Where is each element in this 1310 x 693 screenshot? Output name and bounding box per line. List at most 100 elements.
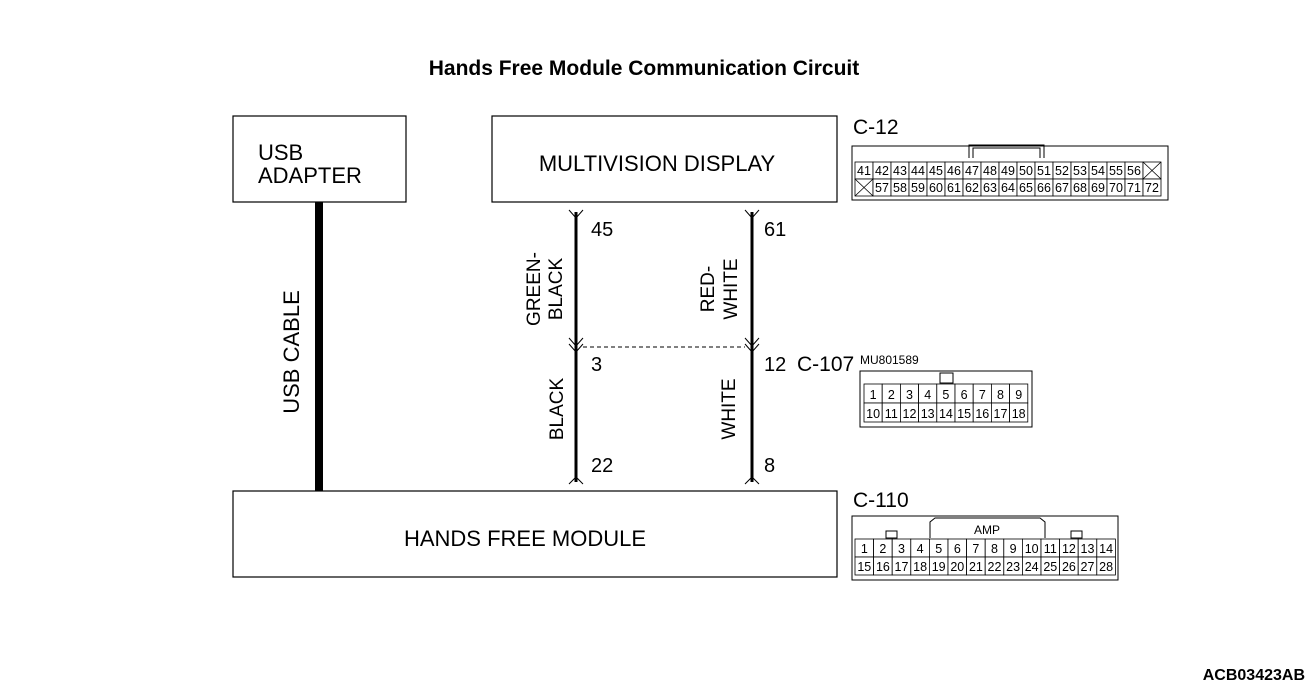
wire-label-black-upper: BLACK	[546, 258, 567, 321]
c107-pin-11: 11	[885, 407, 898, 421]
c110-pin-2: 2	[879, 542, 886, 556]
usb-adapter-label-line2: ADAPTER	[258, 163, 362, 188]
c12-pin-43: 43	[893, 164, 907, 178]
c12-pin-48: 48	[983, 164, 997, 178]
c12-lock	[968, 144, 1045, 158]
left-wire-bottom-terminal	[568, 476, 584, 485]
c110-pin-26: 26	[1062, 560, 1076, 574]
c107-pin-18: 18	[1012, 407, 1026, 421]
usb-adapter-box	[232, 115, 407, 203]
left-joint-lower-chevron	[568, 343, 584, 353]
c110-pin-7: 7	[972, 542, 979, 556]
c12-cell	[1142, 178, 1162, 197]
c12-pin-52: 52	[1055, 164, 1069, 178]
c12-pin-53: 53	[1073, 164, 1087, 178]
c110-pin-12: 12	[1062, 542, 1076, 556]
c12-pin-51: 51	[1037, 164, 1051, 178]
c110-key-right	[1070, 530, 1083, 539]
c107-pin-4: 4	[924, 388, 931, 402]
diagram-title: Hands Free Module Communication Circuit	[429, 57, 860, 80]
c110-pin-22: 22	[988, 560, 1002, 574]
c110-pin-18: 18	[913, 560, 927, 574]
c12-unused-cross	[854, 178, 874, 197]
c12-pin-46: 46	[947, 164, 961, 178]
c107-pin-14: 14	[939, 407, 953, 421]
c110-key-left	[885, 530, 898, 539]
c110-pin-3: 3	[898, 542, 905, 556]
c12-pin-66: 66	[1037, 181, 1051, 195]
c12-pin-63: 63	[983, 181, 997, 195]
c12-lock-inner	[972, 147, 1041, 158]
right-wire-top-terminal	[744, 209, 760, 219]
c110-pin-24: 24	[1025, 560, 1039, 574]
c12-pin-41: 41	[857, 164, 871, 178]
c107-pin-10: 10	[866, 407, 880, 421]
c12-pin-59: 59	[911, 181, 925, 195]
c12-pin-55: 55	[1109, 164, 1123, 178]
right-wire-bottom-terminal	[744, 476, 760, 485]
c12-pin-56: 56	[1127, 164, 1141, 178]
c12-unused-cross	[1142, 161, 1162, 180]
c12-outer	[851, 145, 1169, 201]
c107-pin-15: 15	[957, 407, 971, 421]
c107-pin-1: 1	[870, 388, 877, 402]
c110-pin-14: 14	[1099, 542, 1113, 556]
connector-id-c110: C-110	[853, 489, 909, 512]
c12-pin-42: 42	[875, 164, 889, 178]
c12-pin-57: 57	[875, 181, 889, 195]
c107-pin-8: 8	[997, 388, 1004, 402]
hands-free-module-component: HANDS FREE MODULE	[232, 490, 838, 578]
pin-61: 61	[764, 219, 786, 241]
c107-pin-16: 16	[975, 407, 989, 421]
c110-pin-27: 27	[1081, 560, 1095, 574]
c107-pin-12: 12	[903, 407, 917, 421]
c12-pin-60: 60	[929, 181, 943, 195]
c110-pin-21: 21	[969, 560, 983, 574]
c107-pin-13: 13	[921, 407, 935, 421]
c107-lock	[939, 372, 954, 384]
c12-pin-61: 61	[947, 181, 961, 195]
c107-pin-5: 5	[942, 388, 949, 402]
usb-adapter-label-line1: USB	[258, 140, 303, 165]
c110-pin-13: 13	[1081, 542, 1095, 556]
c12-pin-71: 71	[1127, 181, 1141, 195]
c12-pin-65: 65	[1019, 181, 1033, 195]
pin-45: 45	[591, 219, 613, 241]
connector-part-c107: MU801589	[860, 353, 919, 367]
c12-pin-49: 49	[1001, 164, 1015, 178]
pin-3: 3	[591, 354, 602, 376]
c12-pin-50: 50	[1019, 164, 1033, 178]
c110-pin-16: 16	[876, 560, 890, 574]
wire-label-green: GREEN-	[524, 252, 545, 326]
c110-pin-23: 23	[1006, 560, 1020, 574]
c12-pin-47: 47	[965, 164, 979, 178]
hands-free-module-box	[232, 490, 838, 578]
c107-pin-17: 17	[994, 407, 1008, 421]
c12-pin-69: 69	[1091, 181, 1105, 195]
c12-pin-45: 45	[929, 164, 943, 178]
c12-pin-67: 67	[1055, 181, 1069, 195]
hands-free-module-label: HANDS FREE MODULE	[404, 526, 646, 551]
c12-pin-70: 70	[1109, 181, 1123, 195]
c110-pin-9: 9	[1010, 542, 1017, 556]
pin-12: 12	[764, 354, 786, 376]
connector-id-c12: C-12	[853, 116, 899, 139]
c110-pin-28: 28	[1099, 560, 1113, 574]
c107-pin-9: 9	[1015, 388, 1022, 402]
c12-pin-54: 54	[1091, 164, 1105, 178]
c12-pin-44: 44	[911, 164, 925, 178]
c110-pin-1: 1	[861, 542, 868, 556]
c110-pin-20: 20	[950, 560, 964, 574]
c107-pin-6: 6	[961, 388, 968, 402]
c110-pin-8: 8	[991, 542, 998, 556]
usb-adapter-component: USB ADAPTER	[232, 115, 407, 203]
multivision-display-component: MULTIVISION DISPLAY	[491, 115, 838, 203]
c110-brand-label: AMP	[974, 523, 1000, 537]
c12-pin-64: 64	[1001, 181, 1015, 195]
c110-pin-4: 4	[917, 542, 924, 556]
